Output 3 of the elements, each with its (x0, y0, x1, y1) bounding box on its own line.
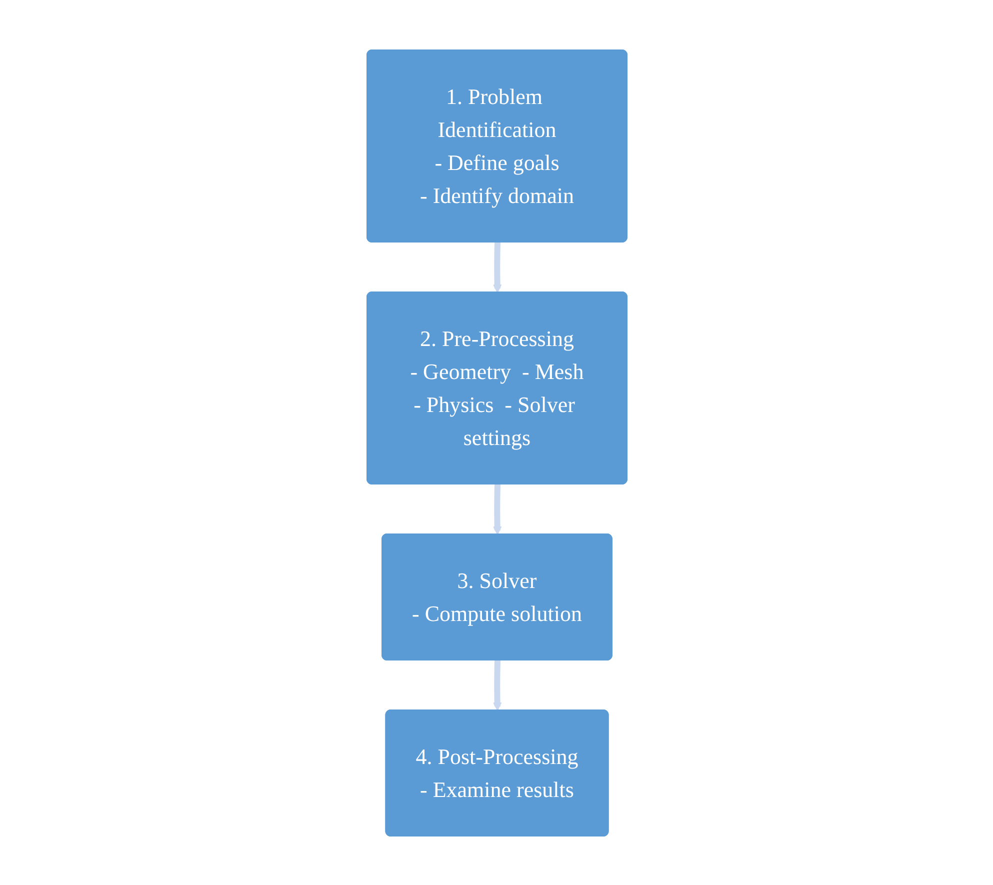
arrow (492, 484, 502, 534)
arrow (492, 242, 502, 292)
arrow (492, 660, 502, 710)
